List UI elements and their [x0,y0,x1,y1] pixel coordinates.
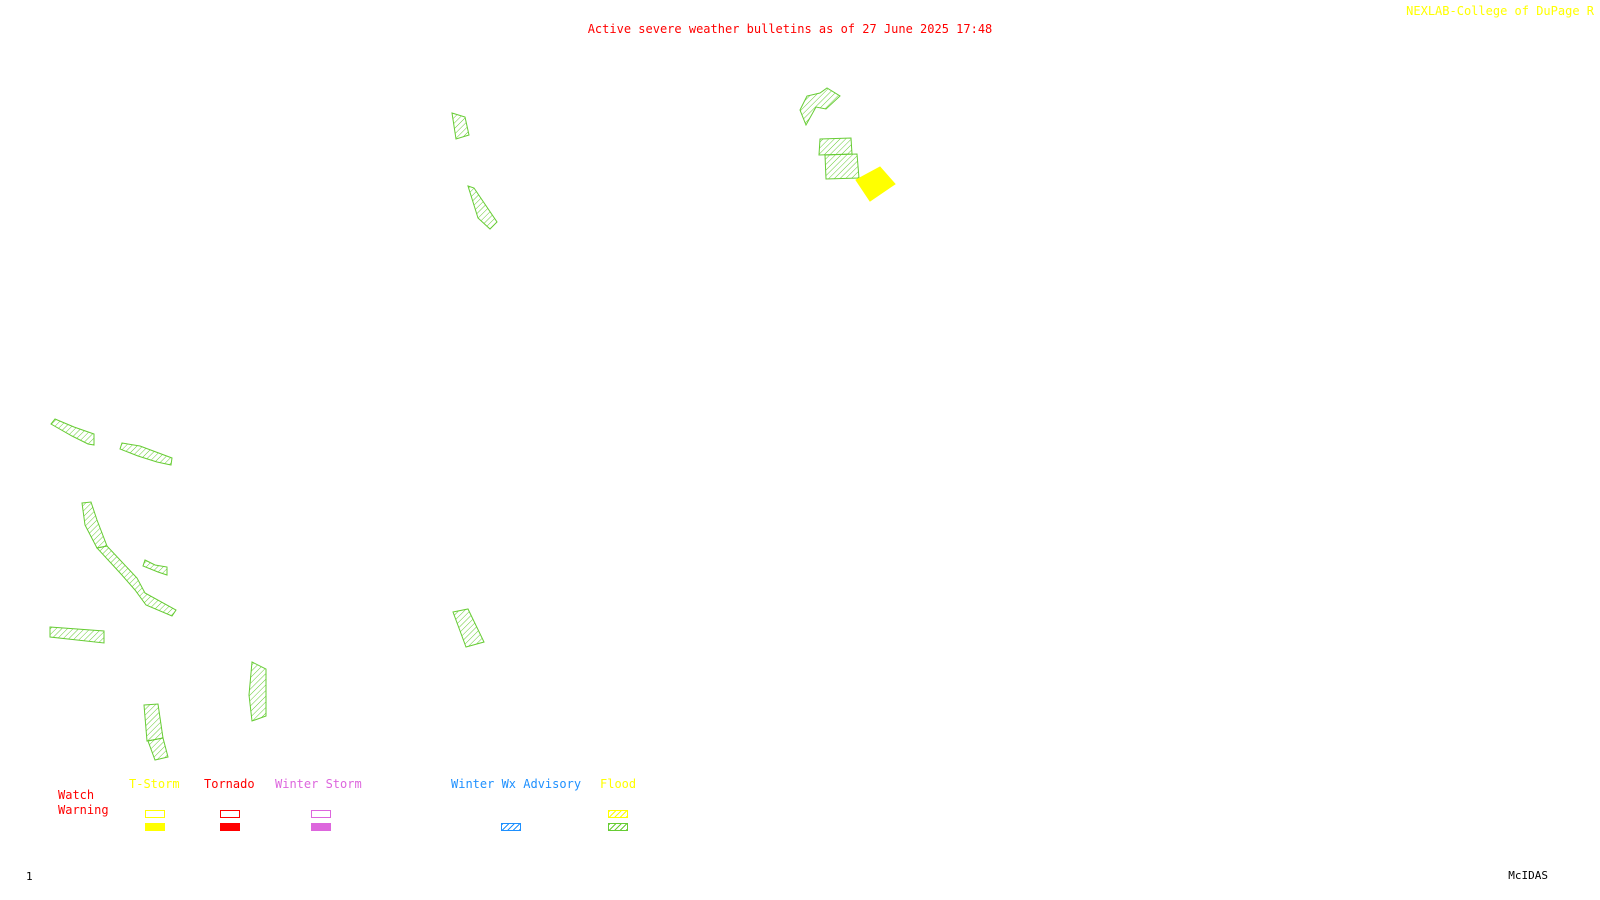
legend-flood-watch-swatch [608,810,628,818]
legend-tornado-warning-swatch [220,823,240,831]
source-credit: NEXLAB-College of DuPage R [1406,4,1594,18]
flood-warning-polygon[interactable] [452,608,485,648]
flood-warning-polygon[interactable] [451,112,470,140]
flood-warning-polygon[interactable] [147,737,169,761]
flood-warning-polygon[interactable] [818,137,853,156]
legend-tornado-watch-swatch [220,810,240,818]
flood-warning-polygon[interactable] [96,545,177,617]
flood-warning-polygon[interactable] [467,185,498,230]
bulletin-title: Active severe weather bulletins as of 27… [587,22,993,36]
frame-number: 1 [26,870,33,883]
flood-warning-polygon[interactable] [119,442,173,466]
flood-warning-polygon[interactable] [81,501,108,549]
legend-tstorm-warning-swatch [145,823,165,831]
legend-watch-label: Watch [58,788,95,802]
legend-warning-label: Warning [58,803,109,817]
tstorm-warning-polygon[interactable] [855,166,896,202]
legend-winter-storm-label: Winter Storm [275,777,362,791]
legend-winter-storm-watch-swatch [311,810,331,818]
flood-warning-polygon[interactable] [142,559,168,576]
flood-warning-polygon[interactable] [248,661,267,722]
legend-tstorm-watch-swatch [145,810,165,818]
legend-winter-advisory-warning-swatch [501,823,521,831]
legend-flood-label: Flood [600,777,637,791]
flood-warning-polygon[interactable] [50,418,95,446]
flood-warning-polygon[interactable] [143,703,164,742]
mcidas-brand: McIDAS [1508,869,1548,882]
flood-warning-polygon[interactable] [49,626,105,644]
legend-tstorm-label: T-Storm [129,777,180,791]
legend-winter-storm-warning-swatch [311,823,331,831]
legend-flood-warning-swatch [608,823,628,831]
flood-warning-polygon[interactable] [824,153,860,180]
legend-winter-advisory-label: Winter Wx Advisory [451,777,582,791]
flood-warning-polygon[interactable] [799,87,841,127]
legend-tornado-label: Tornado [204,777,255,791]
